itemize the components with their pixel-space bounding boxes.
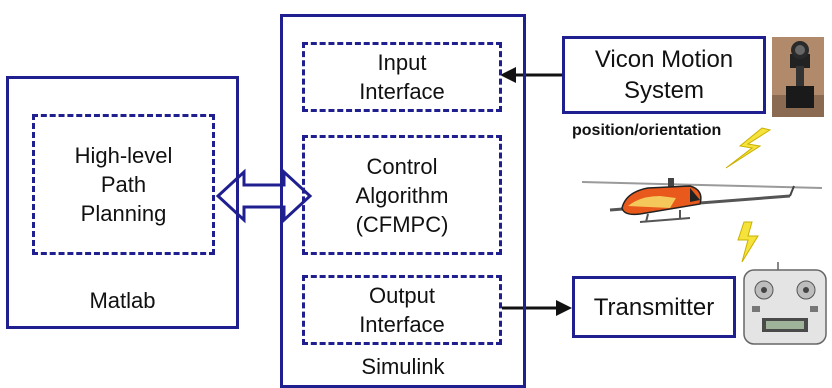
output-interface-box: Output Interface (302, 275, 502, 345)
vicon-box: Vicon Motion System (562, 36, 766, 114)
control-algorithm-box: Control Algorithm (CFMPC) (302, 135, 502, 255)
control-line: (CFMPC) (355, 211, 449, 237)
bidirectional-arrow (215, 168, 313, 224)
vicon-camera-image (772, 37, 824, 117)
matlab-box (6, 76, 239, 329)
input-line: Interface (359, 79, 445, 104)
transmitter-label: Transmitter (593, 293, 715, 321)
vicon-line: Vicon Motion (594, 46, 734, 73)
input-line: Input (377, 50, 427, 75)
position-orientation-label: position/orientation (572, 122, 722, 139)
control-line: Control (366, 153, 438, 179)
vicon-to-input-arrowhead (500, 67, 516, 83)
input-interface-box: Input Interface (302, 42, 502, 112)
output-line: Output (368, 283, 436, 308)
lightning-bolt-icon (737, 221, 759, 263)
planning-line: High-level (74, 143, 173, 168)
helicopter-image (581, 178, 823, 223)
output-line: Interface (359, 312, 445, 337)
simulink-label: Simulink (361, 354, 445, 379)
control-line: Algorithm (355, 182, 449, 208)
simulink-box (280, 14, 526, 388)
vicon-line: System (623, 77, 704, 104)
planning-line: Path (100, 172, 147, 197)
matlab-label: Matlab (89, 288, 156, 313)
output-to-transmitter-arrowhead (556, 300, 572, 316)
transmitter-box: Transmitter (572, 276, 736, 338)
path-planning-box: High-level Path Planning (32, 114, 215, 255)
planning-line: Planning (80, 201, 167, 226)
rc-controller-image (743, 262, 827, 345)
lightning-bolt-icon (725, 127, 772, 169)
